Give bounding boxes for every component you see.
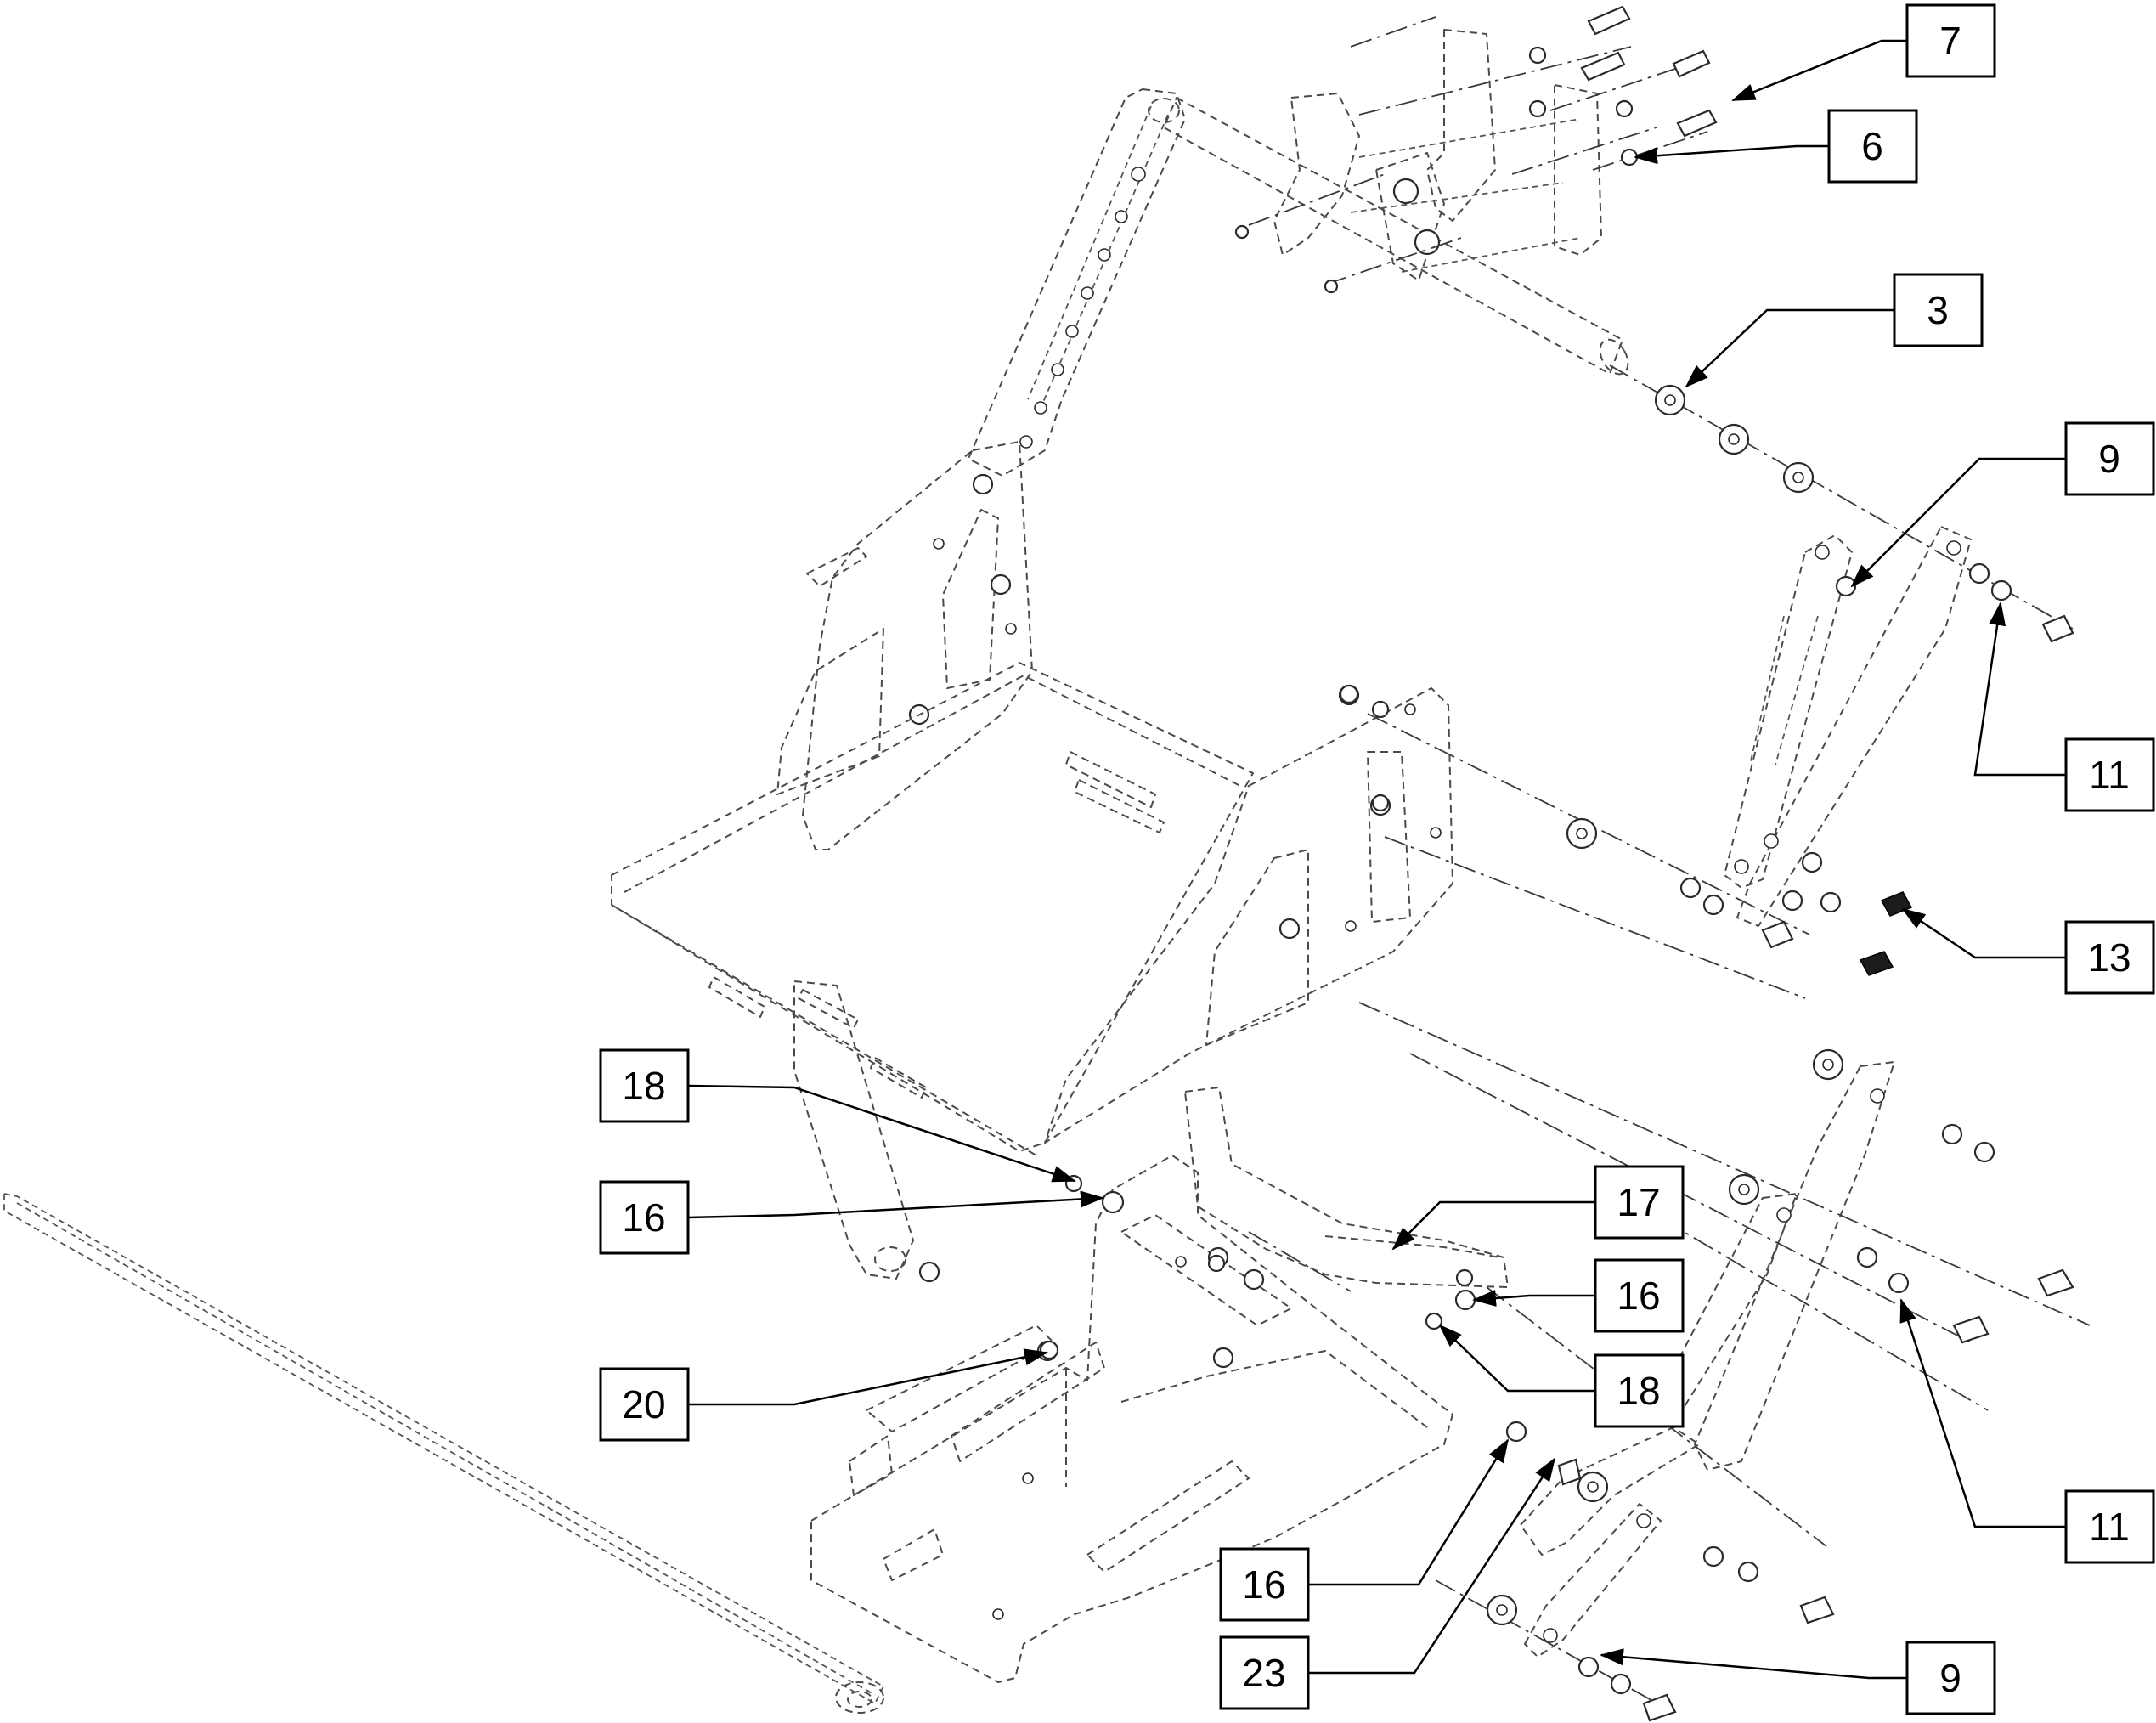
callout-11-lower: 11 [2064,1489,2155,1564]
cross-tube-part [1163,97,1629,376]
center-axes [1248,16,2091,1709]
callout-16-left: 16 [599,1180,690,1255]
leader-20 [688,1348,1048,1406]
callout-18-left: 18 [599,1048,690,1123]
leader-9a [1850,457,2066,588]
callout-7-label: 7 [1939,19,1961,63]
leader-13 [1901,907,2066,959]
strap-part [3,1192,885,1714]
seat-side-plate-part [1044,684,1453,1144]
callout-20-label: 20 [622,1382,665,1426]
callout-11-lower-label: 11 [2089,1505,2130,1549]
callout-23-label: 23 [1242,1651,1285,1695]
leader-3 [1685,308,1894,388]
seat-back-plate-part [776,441,1033,850]
callout-16-left-label: 16 [622,1195,665,1240]
leader-6 [1634,144,1829,165]
leader-lines [687,39,2066,1680]
callout-18-right-label: 18 [1617,1369,1660,1413]
callout-11-upper-label: 11 [2089,753,2130,797]
leader-17 [1391,1200,1595,1251]
leader-7 [1731,39,1907,102]
callout-11-upper: 11 [2064,737,2155,812]
callout-6: 6 [1827,109,1918,184]
callout-16-right: 16 [1594,1258,1685,1333]
callout-3: 3 [1893,273,1984,347]
callout-7: 7 [1905,3,1996,78]
leader-16a [687,1190,1104,1219]
callout-16-bottom: 16 [1219,1547,1310,1622]
leader-16c [1308,1438,1510,1586]
callout-3-label: 3 [1927,288,1949,332]
callout-18-left-label: 18 [622,1064,665,1108]
phantom-assembly [3,5,2091,1722]
callout-9-lower: 9 [1905,1641,1996,1715]
dark-bolts [1859,891,1913,976]
seat-pan-part [611,662,1254,1156]
lower-link-part [1520,1061,1895,1658]
callout-17-label: 17 [1617,1180,1660,1224]
footrest-bracket-part [1184,1087,1509,1288]
upper-arm-part [968,88,1186,477]
callout-9-upper: 9 [2064,421,2155,496]
leader-16b [1472,1290,1595,1307]
seat-leg-part [793,980,940,1283]
callout-18-right: 18 [1594,1353,1685,1428]
leader-9b [1600,1648,1907,1680]
callout-20: 20 [599,1367,690,1442]
callout-23: 23 [1219,1635,1310,1710]
callout-13: 13 [2064,920,2155,995]
base-frame-part [810,1155,1453,1683]
callout-17: 17 [1594,1165,1685,1240]
leader-18a [687,1084,1076,1183]
right-links-part [1724,526,1972,927]
screws [1557,5,2074,1722]
callout-9-lower-label: 9 [1939,1656,1961,1700]
callout-16-right-label: 16 [1617,1274,1660,1318]
callout-6-label: 6 [1861,124,1883,168]
callout-9-upper-label: 9 [2098,437,2120,481]
callout-13-label: 13 [2087,935,2131,980]
callout-16-bottom-label: 16 [1242,1562,1285,1607]
washers-and-spacers [1039,46,2012,1695]
leader-11a [1973,602,2066,777]
leader-11b [1899,1298,2066,1528]
leader-18b [1438,1324,1595,1393]
leader-23 [1308,1457,1556,1675]
callouts: 7 6 3 9 11 13 18 16 [599,3,2155,1715]
top-bracket-part [1273,29,1602,281]
